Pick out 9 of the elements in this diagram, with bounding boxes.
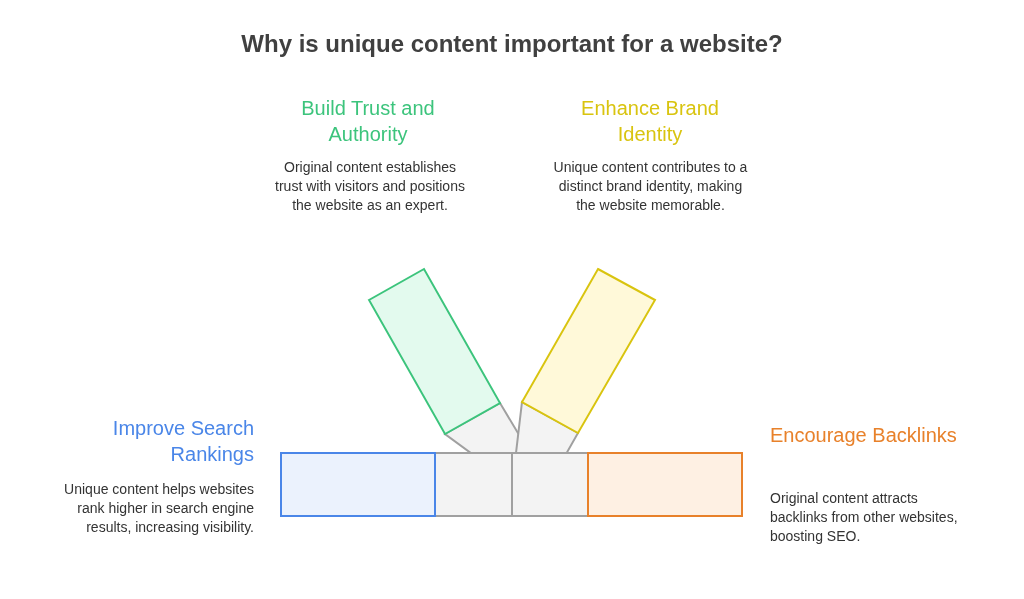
heading: Improve Search Rankings [111,416,254,467]
heading: Build Trust and Authority [300,96,436,147]
description-text: Original content establishes trust with visitors and positions the website as an expert. [274,158,466,215]
title: Why is unique content important for a website? [240,30,784,58]
heading: Encourage Backlinks [770,423,958,448]
description-text: Original content attracts backlinks from other websites, boosting SEO. [770,489,959,546]
description-text: Unique content contributes to a distinct brand identity, making the website memorable. [552,158,749,215]
heading: Enhance Brand Identity [580,96,720,147]
description-text: Unique content helps websites rank higher in search engine results, increasing visibility. [64,480,254,537]
